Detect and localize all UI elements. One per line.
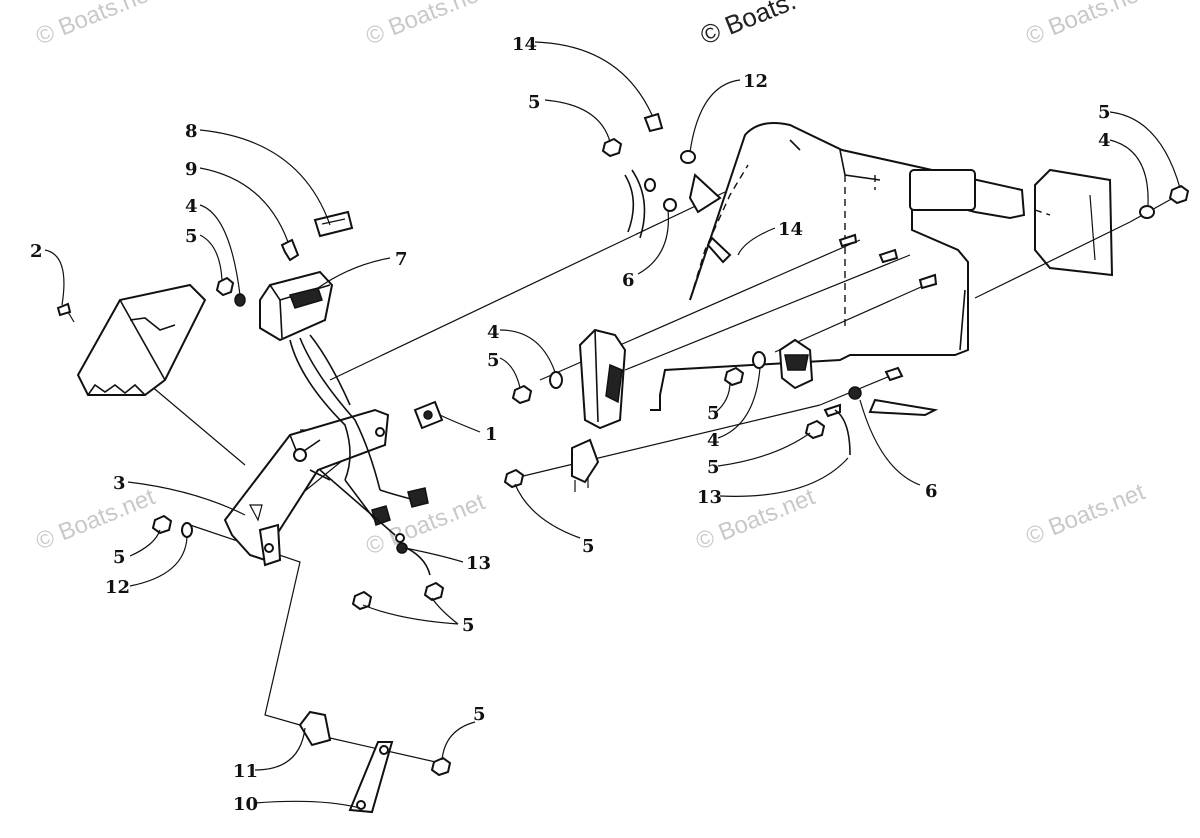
callout-3: 3 bbox=[113, 473, 126, 494]
callout-14: 14 bbox=[512, 34, 537, 55]
callout-12: 12 bbox=[105, 577, 130, 598]
mounting-bracket bbox=[223, 408, 390, 567]
watermark: © Boats.net bbox=[362, 0, 489, 51]
callout-7: 7 bbox=[395, 249, 408, 270]
voltage-regulator-cover bbox=[76, 283, 207, 396]
watermarks: © Boats.net © Boats.net © Boats.net © Bo… bbox=[32, 0, 1149, 561]
callout-6: 6 bbox=[622, 270, 635, 291]
callout-5: 5 bbox=[462, 615, 475, 636]
callout-9: 9 bbox=[185, 159, 198, 180]
callout-6: 6 bbox=[925, 481, 938, 502]
callout-11: 11 bbox=[233, 761, 258, 782]
callout-5: 5 bbox=[528, 92, 541, 113]
callout-5: 5 bbox=[582, 536, 595, 557]
callout-13: 13 bbox=[466, 553, 491, 574]
watermark: © Boats.net bbox=[1022, 0, 1149, 51]
connector-1 bbox=[413, 400, 444, 430]
frame-assembly bbox=[650, 122, 1114, 417]
callout-4: 4 bbox=[1098, 130, 1111, 151]
callout-5: 5 bbox=[185, 226, 198, 247]
callouts: 2 8 9 4 5 7 1 3 5 12 13 5 11 10 5 14 5 1… bbox=[30, 34, 1111, 815]
watermark: © Boats.net bbox=[1022, 478, 1149, 550]
callout-4: 4 bbox=[707, 430, 720, 451]
callout-5: 5 bbox=[707, 457, 720, 478]
callout-1: 1 bbox=[485, 424, 498, 445]
callout-5: 5 bbox=[473, 704, 486, 725]
watermark-top: © Boats. bbox=[696, 0, 800, 51]
callout-13: 13 bbox=[697, 487, 722, 508]
callout-5: 5 bbox=[487, 350, 500, 371]
callout-14: 14 bbox=[778, 219, 803, 240]
callout-10: 10 bbox=[233, 794, 258, 815]
callout-5: 5 bbox=[113, 547, 126, 568]
callout-4: 4 bbox=[185, 196, 198, 217]
callout-4: 4 bbox=[487, 322, 500, 343]
callout-8: 8 bbox=[185, 121, 198, 142]
callout-2: 2 bbox=[30, 241, 43, 262]
callout-5: 5 bbox=[707, 403, 720, 424]
hardware bbox=[56, 112, 1190, 814]
callout-12: 12 bbox=[743, 71, 768, 92]
leader-lines bbox=[44, 41, 1181, 809]
callout-5: 5 bbox=[1098, 102, 1111, 123]
regulator-unit bbox=[259, 210, 429, 543]
watermark: © Boats.net bbox=[32, 0, 159, 51]
watermark: © Boats.net bbox=[32, 483, 159, 555]
